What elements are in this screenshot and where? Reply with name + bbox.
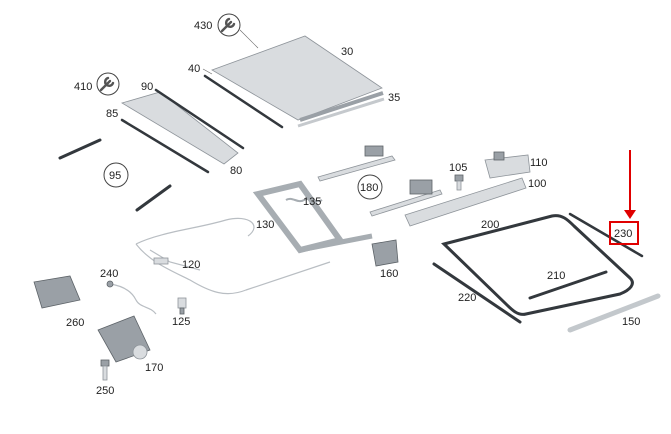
- part-220-seal[interactable]: [432, 262, 522, 324]
- part-200-seal[interactable]: [441, 214, 634, 316]
- part-210-seal[interactable]: [528, 270, 608, 300]
- part-100-rail[interactable]: [404, 177, 527, 227]
- callout-circle-180: [357, 174, 383, 200]
- label-170: 170: [145, 362, 163, 374]
- label-40: 40: [188, 63, 200, 75]
- label-100: 100: [528, 178, 546, 190]
- label-35: 35: [388, 92, 400, 104]
- part-95-strip-b[interactable]: [135, 184, 172, 212]
- part-180-guide[interactable]: [317, 145, 443, 217]
- label-150: 150: [622, 316, 640, 328]
- part-85-front-panel[interactable]: [121, 91, 239, 165]
- part-80-seal[interactable]: [120, 118, 210, 174]
- label-95: 95: [109, 170, 121, 182]
- label-180: 180: [360, 182, 378, 194]
- part-130-frame[interactable]: [252, 180, 373, 254]
- label-120: 120: [182, 259, 200, 271]
- part-230-seal[interactable]: [568, 212, 644, 258]
- label-105: 105: [449, 162, 467, 174]
- part-160-module[interactable]: [371, 239, 399, 267]
- part-250-bolt[interactable]: [100, 359, 110, 381]
- label-250: 250: [96, 385, 114, 397]
- label-260: 260: [66, 317, 84, 329]
- label-210: 210: [547, 270, 565, 282]
- part-240-cable[interactable]: [106, 280, 157, 315]
- label-160: 160: [380, 268, 398, 280]
- label-125: 125: [172, 316, 190, 328]
- label-230: 230: [614, 228, 632, 240]
- part-260-motor[interactable]: [33, 275, 81, 309]
- part-95-strip-a[interactable]: [58, 138, 102, 160]
- label-200: 200: [481, 219, 499, 231]
- label-410: 410: [74, 81, 92, 93]
- part-125-clip[interactable]: [177, 297, 187, 315]
- part-30-glass-panel[interactable]: [211, 35, 385, 128]
- part-135-spring[interactable]: [285, 197, 323, 203]
- part-105-screw[interactable]: [454, 174, 464, 191]
- part-170-drive-motor[interactable]: [97, 315, 151, 363]
- label-110: 110: [530, 157, 548, 169]
- label-90: 90: [141, 81, 153, 93]
- label-85: 85: [106, 108, 118, 120]
- part-40-seal[interactable]: [203, 74, 284, 129]
- label-30: 30: [341, 46, 353, 58]
- highlight-box-230[interactable]: [609, 221, 639, 245]
- part-90-seal[interactable]: [154, 88, 245, 150]
- part-120-wiring-harness[interactable]: [135, 217, 331, 295]
- highlight-arrow-head: [624, 210, 636, 219]
- part-150-trim[interactable]: [567, 293, 661, 333]
- label-430: 430: [194, 20, 212, 32]
- wrench-icon: [96, 72, 120, 96]
- label-220: 220: [458, 292, 476, 304]
- leader-line: [239, 29, 259, 49]
- label-130: 130: [256, 219, 274, 231]
- label-80: 80: [230, 165, 242, 177]
- callout-circle-95: [103, 162, 129, 188]
- part-110-bracket[interactable]: [484, 151, 531, 179]
- label-240: 240: [100, 268, 118, 280]
- wrench-icon: [217, 13, 241, 37]
- label-135: 135: [303, 196, 321, 208]
- leader-line: [202, 68, 213, 75]
